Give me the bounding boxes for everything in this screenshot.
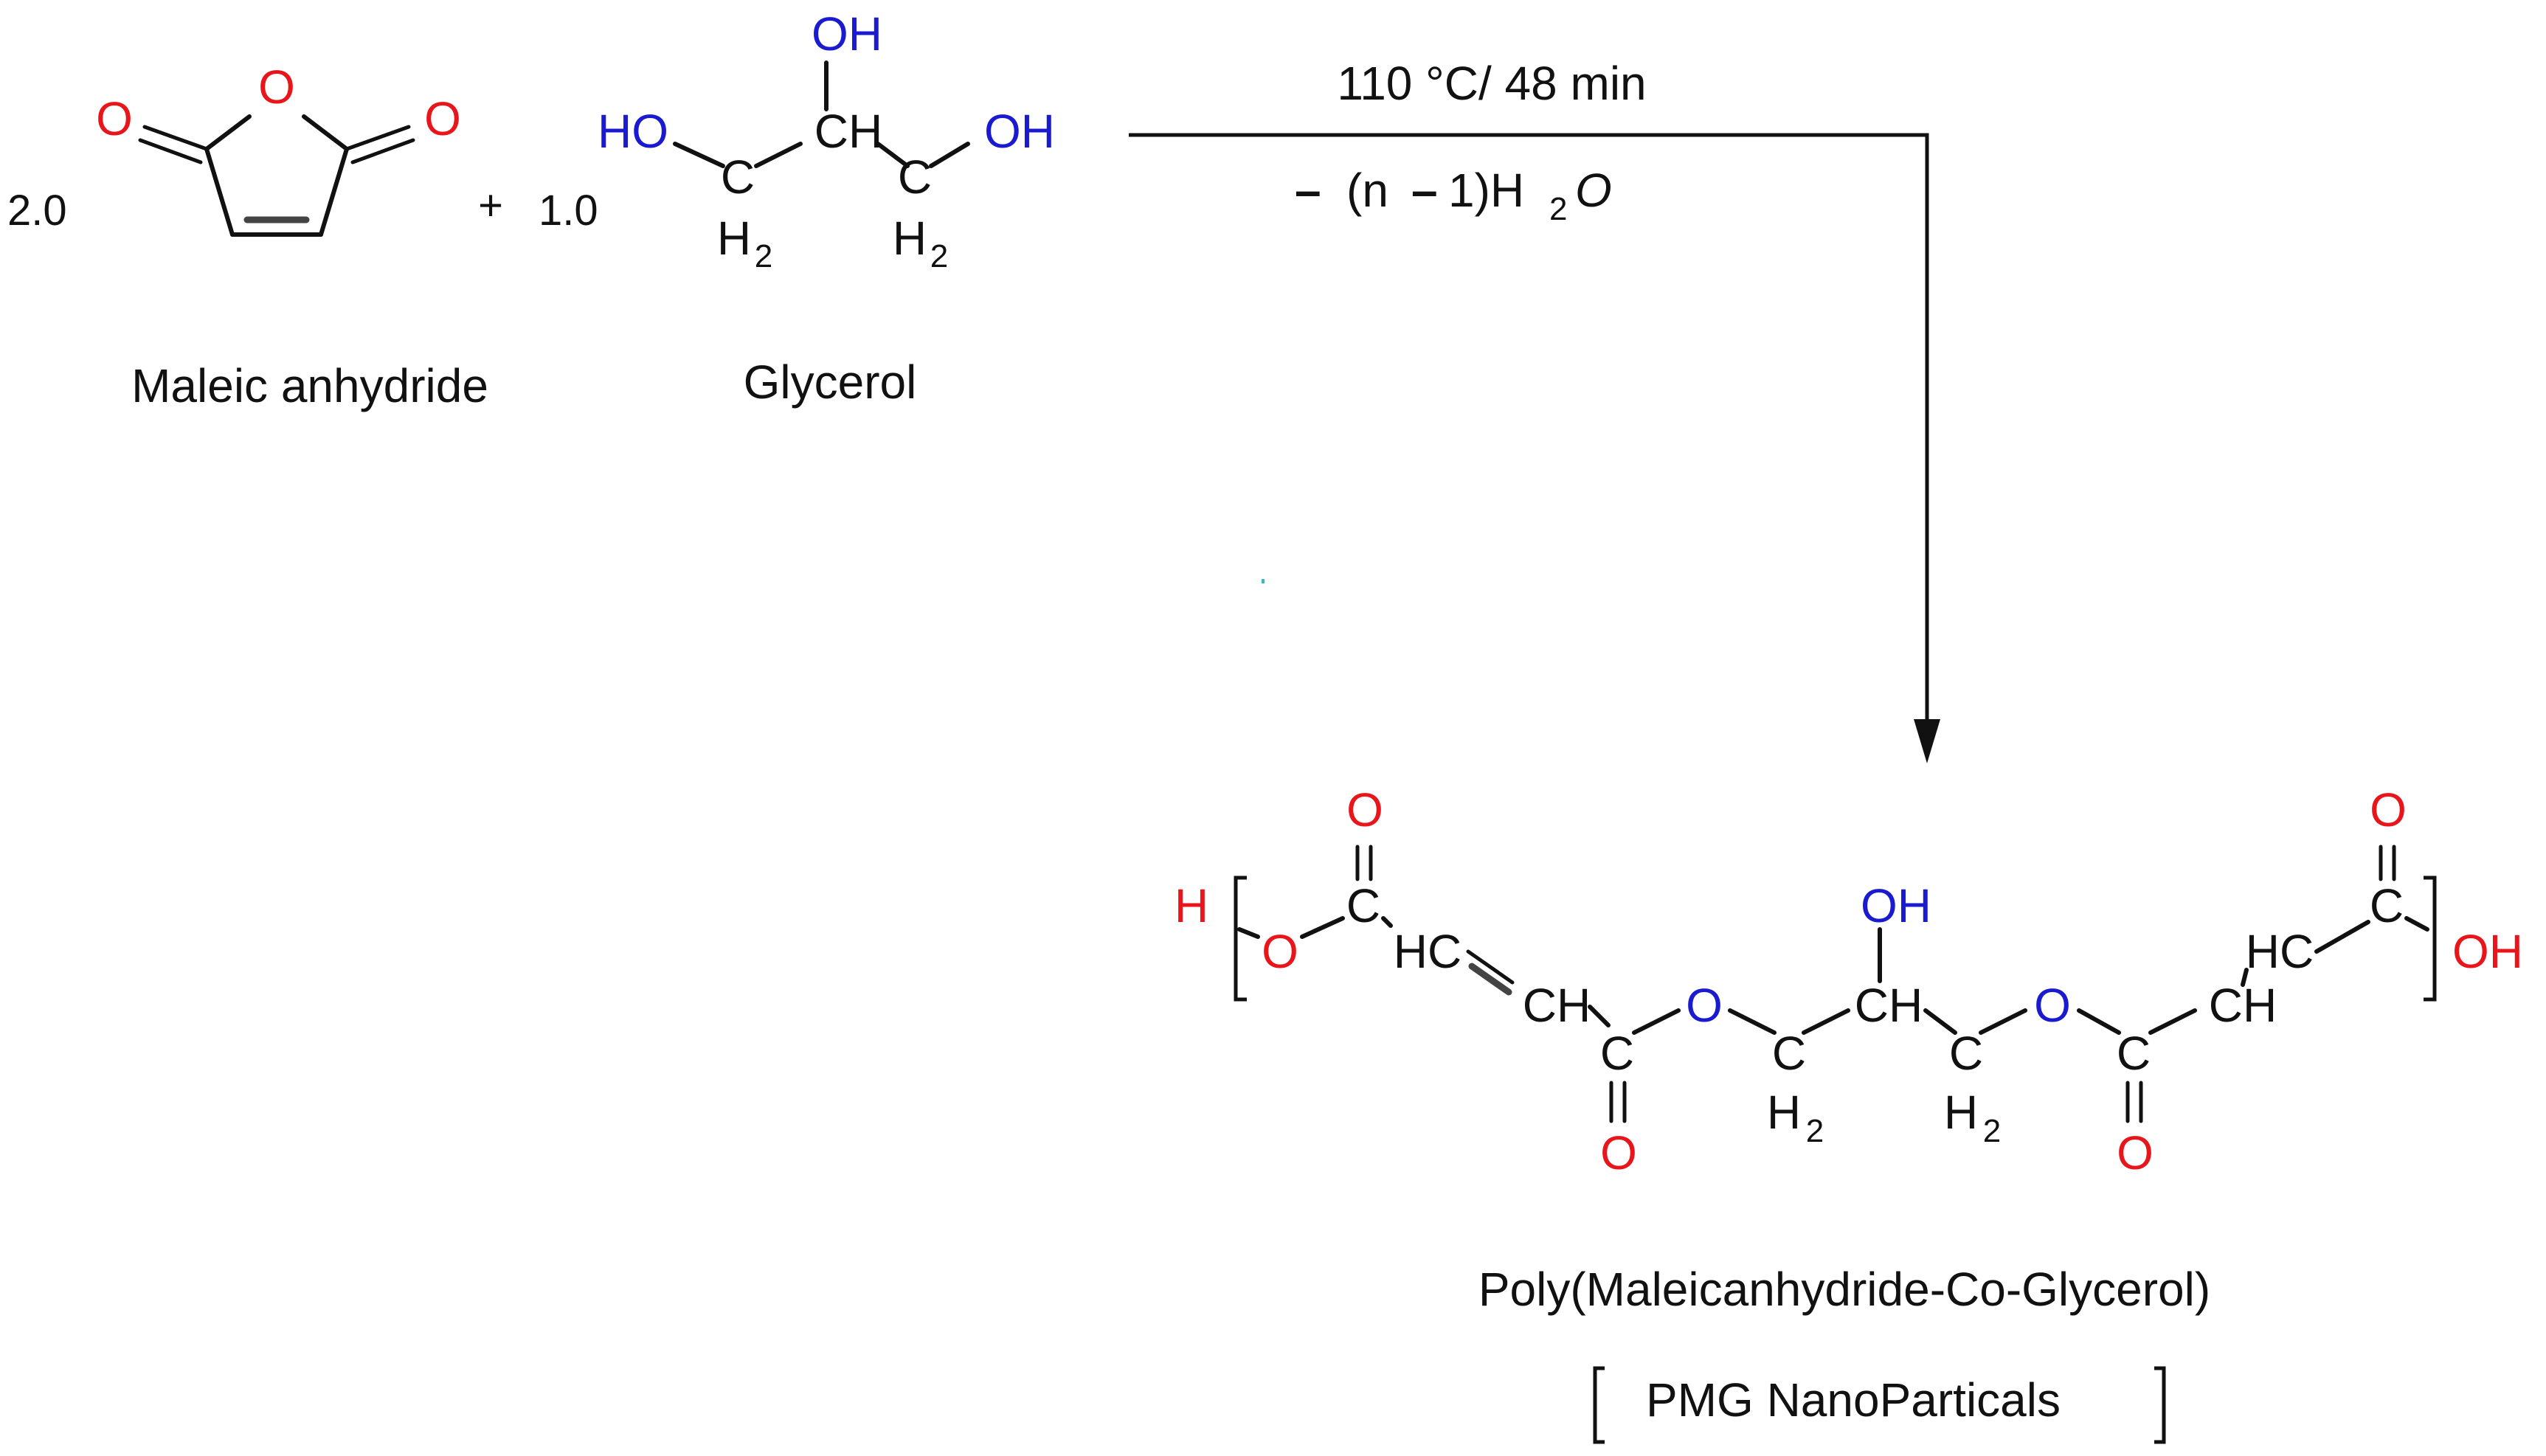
glycerol-oh-top: OH <box>812 7 882 60</box>
maleic-anhydride-structure: 2.0 O O O Maleic anhydride <box>7 60 488 412</box>
maleic-anhydride-name: Maleic anhydride <box>131 359 488 412</box>
glycerol-structure: 1.0 HO C H 2 CH OH C H 2 OH Glycerol <box>539 7 1055 409</box>
glycerol-name: Glycerol <box>744 356 917 409</box>
subtitle-bracket-right <box>2154 1366 2166 1444</box>
bond-o1-c1 <box>1300 916 1345 939</box>
product-subtitle-group: PMG NanoParticals <box>1593 1366 2166 1444</box>
byproduct-close: 1)H <box>1448 164 1524 217</box>
product-h2a-sub: 2 <box>1806 1113 1824 1149</box>
reaction-arrow <box>1129 133 1940 763</box>
glycerol-c1-h: H <box>717 212 751 265</box>
product-o-ester1: O <box>1262 925 1298 978</box>
product-ch-mid: CH <box>1855 979 1923 1032</box>
product-h-end: H <box>1175 879 1208 932</box>
product-h2a: H <box>1767 1086 1801 1139</box>
arrowhead <box>1914 719 1940 763</box>
glycerol-ch-mid: CH <box>814 105 882 158</box>
product-oh-end: OH <box>2452 925 2523 978</box>
ring-bond-c2-c4 <box>319 147 349 237</box>
glycerol-bond-3 <box>876 142 910 168</box>
byproduct-open: (n <box>1346 164 1388 217</box>
bond-hc-ch-b <box>1468 963 1512 996</box>
bond-bracket-o1 <box>1237 927 1260 939</box>
carbonyl-right-bond-a <box>345 125 411 151</box>
glycerol-coefficient: 1.0 <box>539 187 598 235</box>
ring-bond-c1-c3 <box>204 147 235 237</box>
product-hc2: HC <box>2246 925 2314 978</box>
carbonyl-left-bond-a <box>142 125 209 151</box>
glycerol-c1: C <box>721 150 755 204</box>
bond-o2-c3 <box>1728 1008 1777 1035</box>
byproduct-water: – (n – 1)H 2 O <box>1295 164 1612 227</box>
bond-c5-ch <box>2148 1008 2197 1035</box>
subtitle-bracket-left <box>1593 1366 1605 1444</box>
byproduct-o: O <box>1575 164 1612 217</box>
product-o-carb4: O <box>2370 783 2407 836</box>
bond-c1-hc1 <box>1381 916 1393 928</box>
byproduct-minus: – <box>1411 164 1438 217</box>
product-oh-mid: OH <box>1861 879 1931 932</box>
product-c-ch2a: C <box>1772 1027 1806 1080</box>
glycerol-oh-right: OH <box>984 105 1055 158</box>
ring-bond-o-c2 <box>302 114 349 151</box>
bond-c6-bracket <box>2404 916 2429 932</box>
bond-hc-c6 <box>2314 920 2370 954</box>
bond-c4-o3 <box>1979 1008 2027 1035</box>
plus-sign: + <box>478 181 503 229</box>
bond-o3-c5 <box>2077 1008 2121 1035</box>
ring-oxygen: O <box>258 60 295 114</box>
glycerol-bond-2 <box>754 142 803 168</box>
bond-hc-ch-a <box>1466 949 1515 985</box>
glycerol-bond-4 <box>929 142 970 168</box>
product-h2b-sub: 2 <box>1983 1113 2001 1149</box>
carbonyl-left-bond-b <box>138 138 203 164</box>
product-o-carb2: O <box>1600 1126 1637 1179</box>
glycerol-ho-left: HO <box>598 105 668 158</box>
bond-ch-hc <box>2241 968 2249 987</box>
stray-mark <box>1262 579 1265 583</box>
product-structure: H O C O HC CH C O O C H 2 CH OH C H 2 O <box>1175 783 2523 1179</box>
glycerol-c3-h: H <box>893 212 927 265</box>
reaction-conditions: 110 °C/ 48 min <box>1337 57 1646 110</box>
glycerol-c3-sub: 2 <box>930 238 948 274</box>
product-c-carb3: C <box>2117 1027 2151 1080</box>
product-o-carb1: O <box>1346 783 1383 836</box>
byproduct-sub: 2 <box>1549 191 1567 227</box>
bond-ch-c4 <box>1923 1008 1957 1035</box>
maleic-anhydride-coefficient: 2.0 <box>7 187 67 235</box>
byproduct-dash: – <box>1295 164 1321 217</box>
bracket-left <box>1234 876 1247 1002</box>
product-o-carb3: O <box>2117 1126 2154 1179</box>
glycerol-c3: C <box>898 150 932 204</box>
bond-c3-ch <box>1802 1008 1850 1035</box>
glycerol-c1-sub: 2 <box>755 238 772 274</box>
bond-c2-o2 <box>1632 1008 1681 1035</box>
arrow-path <box>1129 133 1929 727</box>
product-c-carb2: C <box>1600 1027 1634 1080</box>
product-c-ch2b: C <box>1949 1027 1983 1080</box>
product-name: Poly(Maleicanhydride-Co-Glycerol) <box>1478 1263 2210 1316</box>
ring-bond-o-c1 <box>204 114 252 151</box>
glycerol-bond-1 <box>673 142 725 168</box>
product-c-carb1: C <box>1346 879 1380 932</box>
bracket-right <box>2424 876 2437 1002</box>
product-hc1: HC <box>1394 925 1461 978</box>
product-o-ester3: O <box>2034 979 2071 1032</box>
product-subtitle: PMG NanoParticals <box>1646 1373 2061 1426</box>
product-o-ester2: O <box>1686 979 1723 1032</box>
carbonyl-oxygen-left: O <box>96 92 133 145</box>
product-h2b: H <box>1944 1086 1978 1139</box>
product-ch1: CH <box>1523 979 1591 1032</box>
product-c-carb4: C <box>2370 879 2404 932</box>
carbonyl-oxygen-right: O <box>424 92 461 145</box>
carbonyl-right-bond-b <box>350 138 415 164</box>
bond-ch1-c2 <box>1588 1005 1611 1027</box>
product-ch2: CH <box>2209 979 2277 1032</box>
